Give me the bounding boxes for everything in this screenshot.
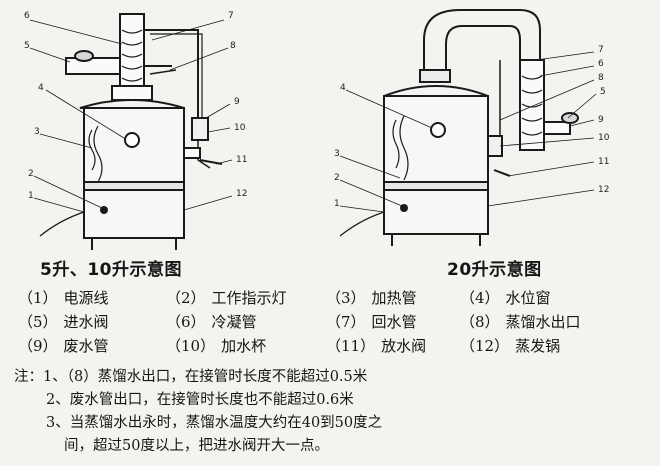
left-return-pipe <box>144 29 199 118</box>
legend-item: （8）蒸馏水出口 <box>460 313 581 331</box>
right-boiler <box>383 189 489 235</box>
right-inlet-valve <box>543 121 571 135</box>
note-continuation: 间，超过50度以上，把进水阀开大一点。 <box>64 438 329 454</box>
legend-item: （12）蒸发锅 <box>460 337 561 355</box>
right-still-diagram <box>339 9 597 246</box>
right-level-window <box>430 122 446 138</box>
left-water-cup <box>191 117 209 141</box>
legend-item: （5）进水阀 <box>18 313 109 331</box>
legend-item: （9）废水管 <box>18 337 109 355</box>
right-return-pipe <box>494 60 501 141</box>
callout-number: 6 <box>24 11 30 21</box>
legend-row: （1）电源线 （2）工作指示灯 （3）加热管 （4）水位窗 <box>18 287 648 311</box>
callout-number: 2 <box>334 173 340 183</box>
callout-number: 11 <box>598 157 609 167</box>
left-power-cord <box>39 211 85 237</box>
callout-number: 10 <box>598 133 610 143</box>
left-level-window <box>124 132 140 148</box>
callout-number: 10 <box>234 123 246 133</box>
note-line-2: 2、废水管出口，在接管时长度也不能超过0.6米 <box>46 392 354 408</box>
callout-number: 1 <box>334 199 340 209</box>
left-still-diagram <box>29 13 233 250</box>
legend-item: （6）冷凝管 <box>166 313 257 331</box>
callout-number: 3 <box>34 127 40 137</box>
callout-number: 2 <box>28 169 34 179</box>
callout-number: 5 <box>600 87 606 97</box>
callout-number: 11 <box>236 155 247 165</box>
notes-prefix: 注： <box>14 369 43 385</box>
right-heater-coil <box>392 115 409 181</box>
legend-row: （5）进水阀 （6）冷凝管 （7）回水管 （8）蒸馏水出口 <box>18 311 648 335</box>
callout-number: 7 <box>598 45 604 55</box>
legend-item: （1）电源线 <box>18 289 109 307</box>
illustration-area: 6 7 5 8 4 9 10 3 11 2 1 12 <box>24 9 610 250</box>
callout-number: 4 <box>38 83 44 93</box>
callout-number: 12 <box>236 189 247 199</box>
left-lid <box>79 99 185 109</box>
callout-number: 1 <box>28 191 34 201</box>
left-heater-coil <box>88 125 103 183</box>
left-indicator-light <box>100 206 108 214</box>
legend-item: （11）放水阀 <box>326 337 427 355</box>
note-line-3: 3、当蒸馏水出永时，蒸馏水温度大约在40到50度之 <box>46 415 383 431</box>
note-line-1: 注：1、（8）蒸馏水出口，在接管时长度不能超过0.5米 <box>14 369 368 385</box>
right-water-cup <box>487 135 503 157</box>
legend-item: （7）回水管 <box>326 313 417 331</box>
callout-number: 9 <box>598 115 604 125</box>
callout-number: 9 <box>234 97 240 107</box>
right-callout-numbers: 4 7 6 8 5 3 9 10 2 1 11 12 <box>334 45 610 209</box>
legend-item: （2）工作指示灯 <box>166 289 287 307</box>
callout-number: 6 <box>598 59 604 69</box>
right-power-cord <box>339 211 385 237</box>
callout-number: 8 <box>598 73 604 83</box>
parts-legend: （1）电源线 （2）工作指示灯 （3）加热管 （4）水位窗 （5）进水阀 （6）… <box>18 287 648 359</box>
right-indicator-light <box>400 204 408 212</box>
callout-number: 5 <box>24 41 30 51</box>
callout-number: 8 <box>230 41 236 51</box>
notes-section: 注：1、（8）蒸馏水出口，在接管时长度不能超过0.5米 2、废水管出口，在接管时… <box>14 366 654 458</box>
callout-number: 12 <box>598 185 609 195</box>
legend-item: （10）加水杯 <box>166 337 267 355</box>
legend-item: （3）加热管 <box>326 289 417 307</box>
left-boiler <box>83 189 185 239</box>
caption-20-liter: 20升示意图 <box>447 260 542 280</box>
caption-5-10-liter: 5升、10升示意图 <box>40 260 182 280</box>
left-inlet-valve <box>65 57 121 75</box>
callout-number: 4 <box>340 83 346 93</box>
left-callout-numbers: 6 7 5 8 4 9 10 3 11 2 1 12 <box>24 11 247 201</box>
right-condenser-neck <box>423 9 541 150</box>
callout-number: 3 <box>334 149 340 159</box>
legend-row: （9）废水管 （10）加水杯 （11）放水阀 （12）蒸发锅 <box>18 335 648 359</box>
callout-number: 7 <box>228 11 234 21</box>
legend-item: （4）水位窗 <box>460 289 551 307</box>
right-lid <box>383 85 489 97</box>
